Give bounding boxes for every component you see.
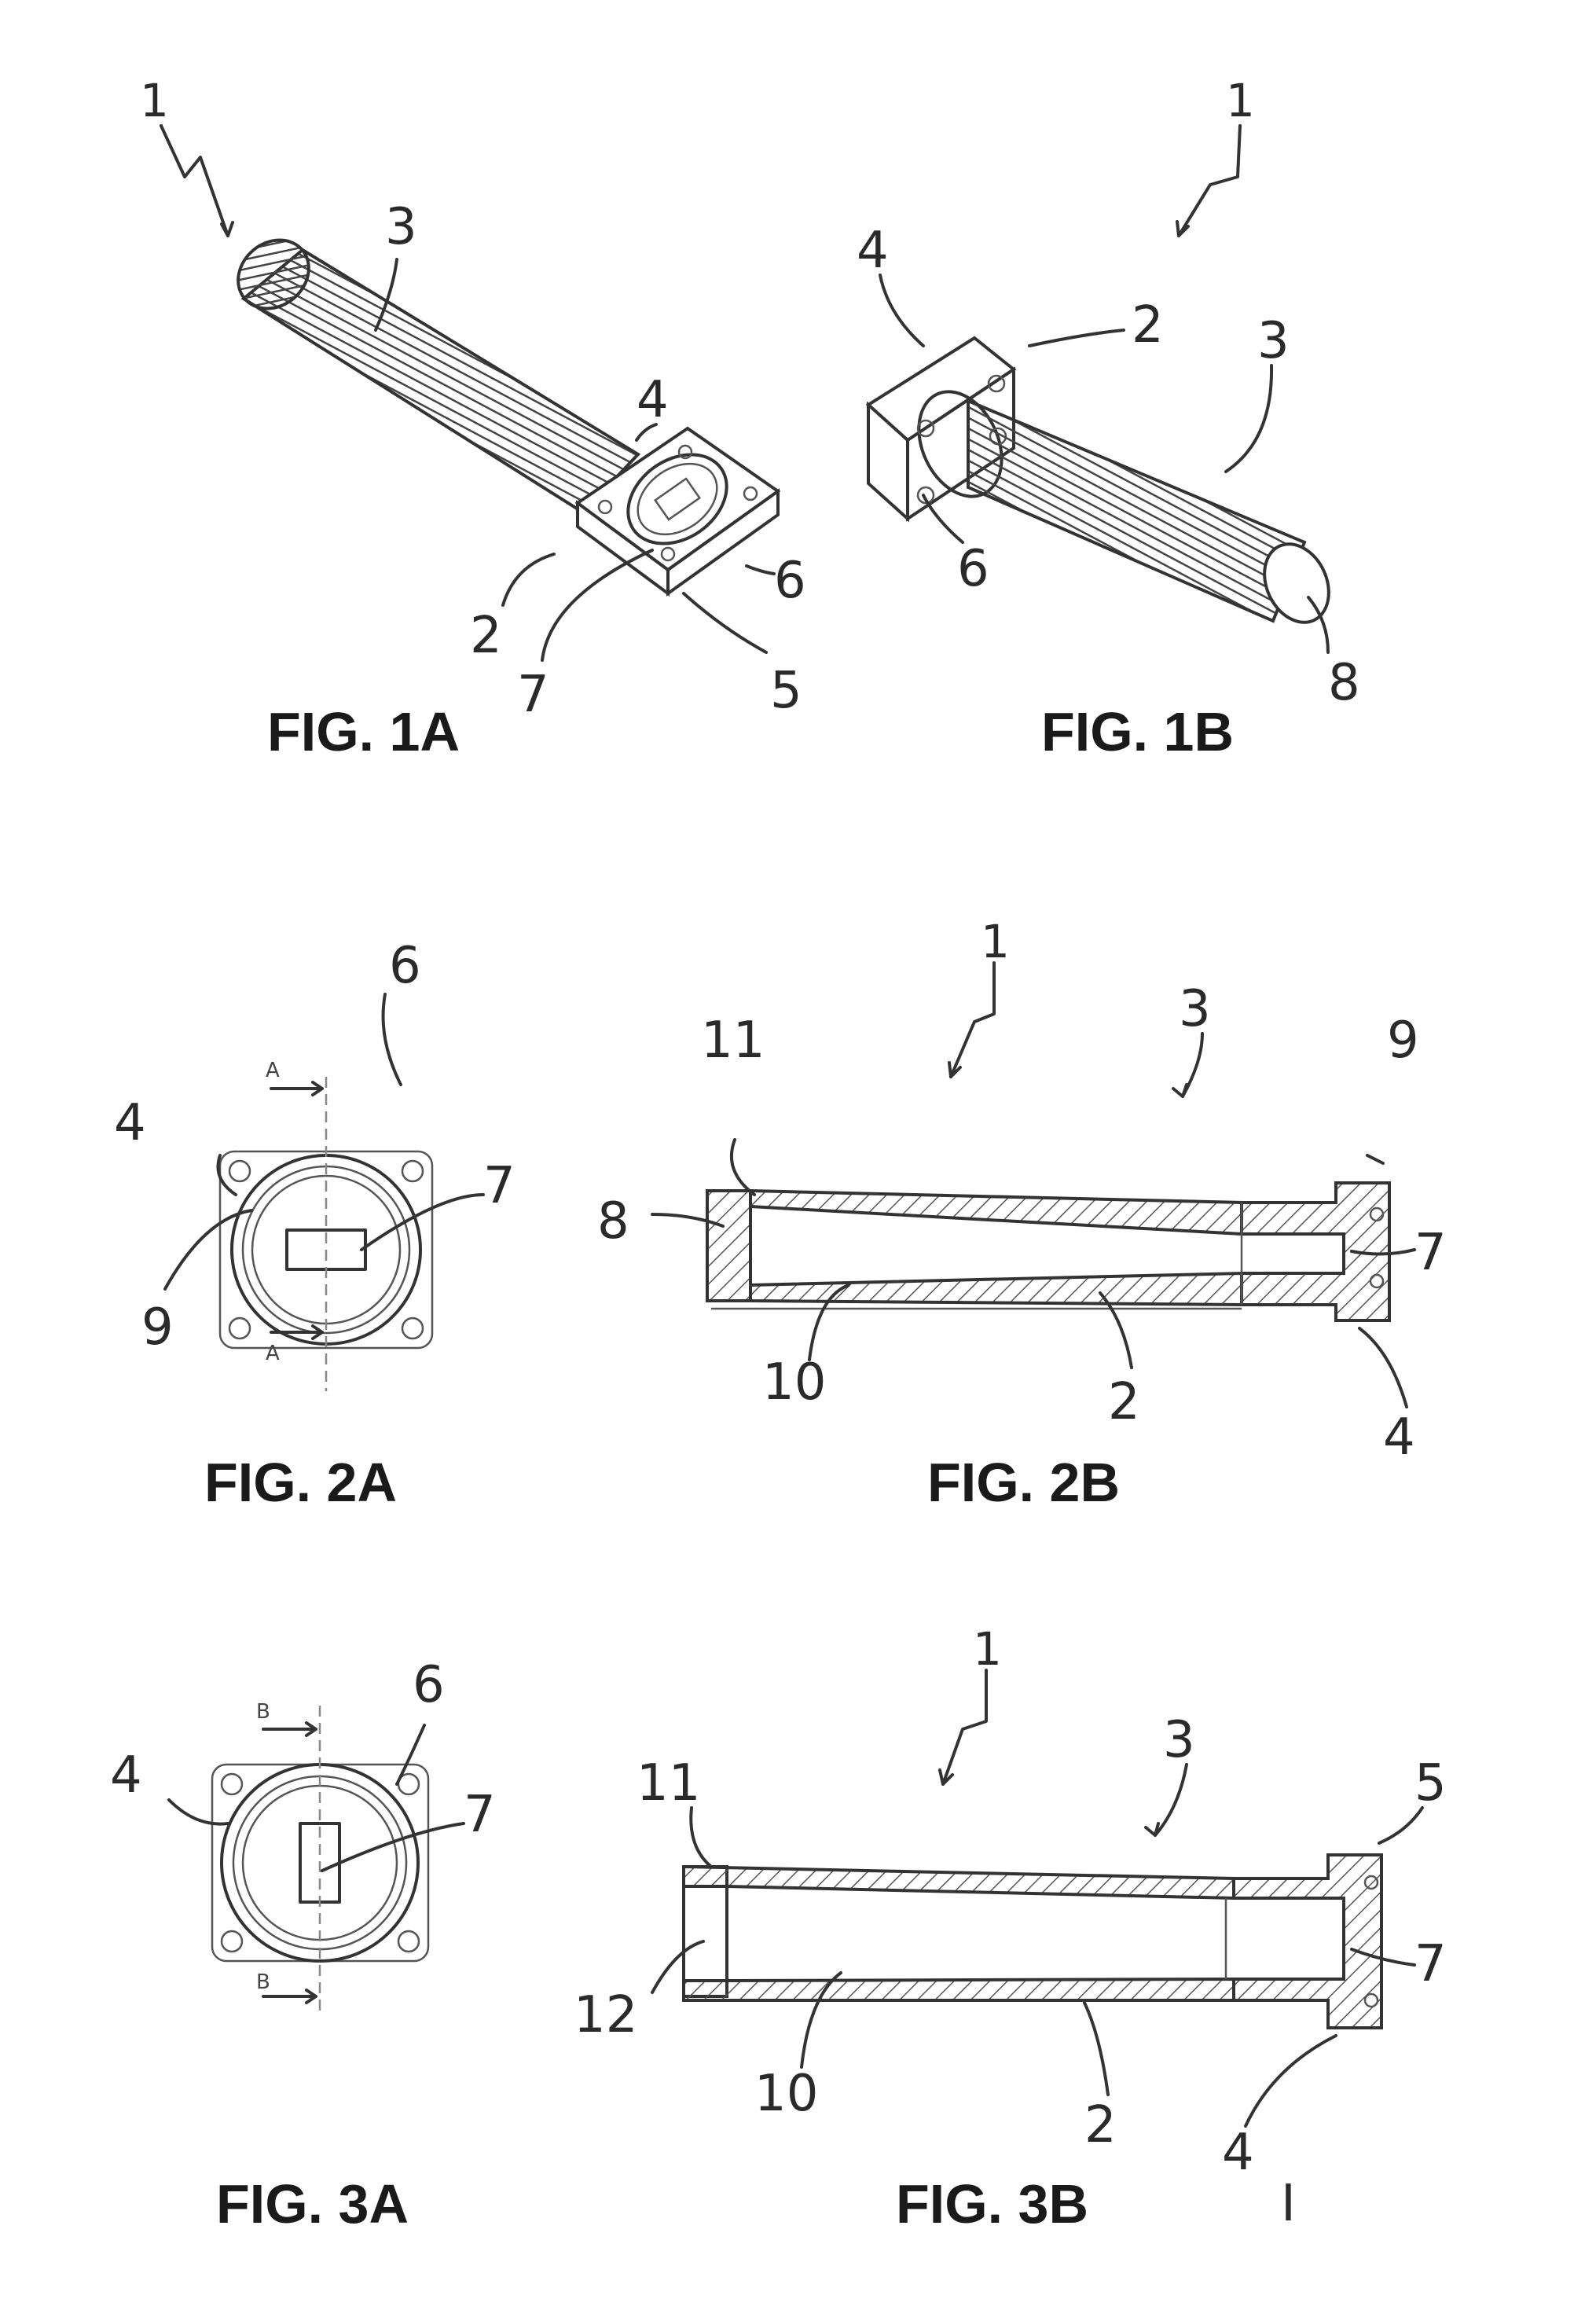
page-mark: I bbox=[1281, 2175, 1296, 2233]
figure-3b: 1 3 11 5 12 7 10 2 4 FIG. 3B I bbox=[574, 1622, 1447, 2235]
figure-2b: 1 3 11 9 8 7 10 2 4 FIG. 2B bbox=[597, 915, 1447, 1513]
figure-3a: B B 6 4 7 FIG. 3A bbox=[110, 1656, 496, 2235]
ref-1-fig2b: 1 bbox=[981, 915, 1010, 968]
ref-3-fig1b: 3 bbox=[1257, 312, 1290, 370]
ref-4-fig2b: 4 bbox=[1383, 1408, 1415, 1467]
ref-7-fig2a: 7 bbox=[483, 1157, 515, 1215]
ref-1-fig1b: 1 bbox=[1226, 74, 1255, 127]
ref-2-fig2b: 2 bbox=[1108, 1373, 1140, 1431]
ref-2-fig1a: 2 bbox=[470, 607, 502, 665]
caption-fig-3a: FIG. 3A bbox=[216, 2173, 409, 2235]
figure-1b: 1 4 2 3 6 8 FIG. 1B bbox=[857, 74, 1360, 762]
leader-lines bbox=[165, 994, 483, 1289]
ref-6-fig1b: 6 bbox=[957, 540, 989, 598]
ref-3-fig1a: 3 bbox=[385, 198, 417, 256]
ref-8-fig1b: 8 bbox=[1328, 654, 1360, 712]
flange-end-view-drawing bbox=[220, 1077, 432, 1391]
caption-fig-1b: FIG. 1B bbox=[1041, 701, 1234, 762]
section-mark-a-bottom: A bbox=[266, 1342, 280, 1365]
ref-1-fig3b: 1 bbox=[973, 1622, 1002, 1676]
ref-2-fig3b: 2 bbox=[1084, 2096, 1117, 2154]
ref-8-fig2b: 8 bbox=[597, 1192, 629, 1250]
flange-end-view-drawing bbox=[212, 1706, 428, 2012]
caption-fig-1a: FIG. 1A bbox=[267, 701, 460, 762]
ref-1-fig1a: 1 bbox=[140, 74, 169, 127]
caption-fig-3b: FIG. 3B bbox=[896, 2173, 1088, 2235]
ref-4-fig3a: 4 bbox=[110, 1746, 142, 1805]
ref-9-fig2a: 9 bbox=[141, 1298, 174, 1357]
ref-6-fig1a: 6 bbox=[774, 552, 806, 610]
ref-3-fig3b: 3 bbox=[1163, 1711, 1195, 1769]
ref-11-fig2b: 11 bbox=[701, 1012, 765, 1070]
section-mark-a-top: A bbox=[266, 1059, 280, 1082]
figure-2a: A A 6 4 7 9 FIG. 2A bbox=[114, 937, 515, 1513]
ref-7-fig3a: 7 bbox=[464, 1786, 496, 1844]
ref-7-fig3b: 7 bbox=[1414, 1935, 1447, 1993]
section-drawing-straight-bore bbox=[684, 1855, 1381, 2028]
ref-6-fig2a: 6 bbox=[389, 937, 421, 995]
ref-4-fig2a: 4 bbox=[114, 1094, 146, 1152]
ref-4-fig1b: 4 bbox=[857, 222, 889, 280]
caption-fig-2a: FIG. 2A bbox=[204, 1452, 397, 1513]
ref-9-fig2b: 9 bbox=[1387, 1012, 1419, 1070]
section-mark-b-top: B bbox=[256, 1700, 270, 1724]
ref-12-fig3b: 12 bbox=[574, 1986, 637, 2044]
ref-3-fig2b: 3 bbox=[1179, 980, 1211, 1038]
ref-4-fig3b: 4 bbox=[1222, 2124, 1254, 2182]
ref-7-fig2b: 7 bbox=[1414, 1224, 1447, 1282]
caption-fig-2b: FIG. 2B bbox=[927, 1452, 1120, 1513]
section-mark-b-bottom: B bbox=[256, 1970, 270, 1994]
ref-10-fig2b: 10 bbox=[762, 1353, 826, 1412]
ref-7-fig1a: 7 bbox=[517, 666, 549, 724]
ref-11-fig3b: 11 bbox=[637, 1754, 700, 1812]
ref-4-fig1a: 4 bbox=[637, 371, 669, 429]
ref-5-fig3b: 5 bbox=[1414, 1754, 1447, 1812]
ref-6-fig3a: 6 bbox=[413, 1656, 445, 1714]
figure-1a: 1 3 4 2 7 6 5 FIG. 1A bbox=[140, 74, 806, 762]
threaded-tube-drawing bbox=[968, 401, 1341, 633]
ref-2-fig1b: 2 bbox=[1132, 296, 1164, 354]
leader-lines bbox=[652, 963, 1414, 1407]
ref-10-fig3b: 10 bbox=[754, 2065, 818, 2123]
ref-5-fig1a: 5 bbox=[770, 662, 802, 720]
section-drawing-tapered-bore bbox=[707, 1183, 1389, 1320]
